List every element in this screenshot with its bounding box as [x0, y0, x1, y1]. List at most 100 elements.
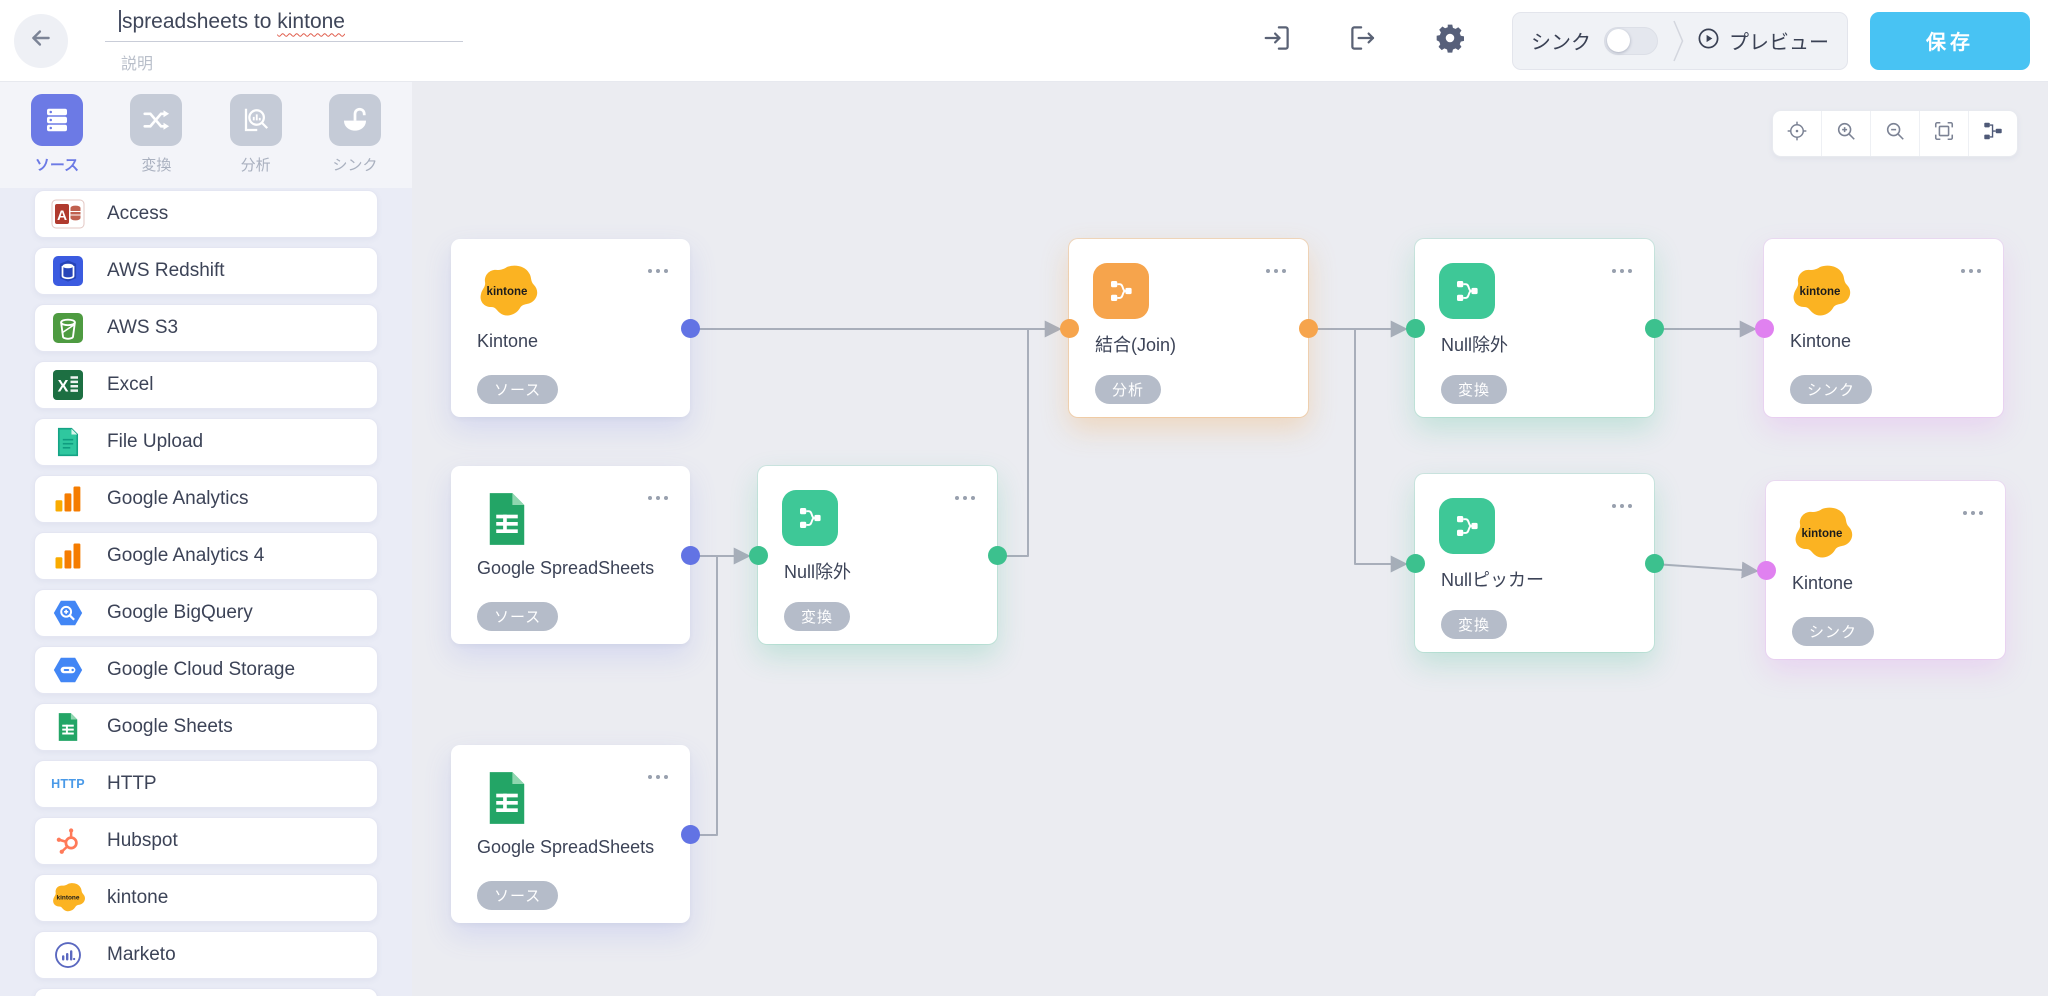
export-button[interactable] [1348, 23, 1378, 58]
input-port[interactable] [1754, 319, 1774, 338]
tab-sink[interactable]: シンク [322, 94, 388, 188]
settings-button[interactable] [1434, 22, 1466, 59]
connector-item-file-upload[interactable]: File Upload [34, 418, 378, 466]
output-port[interactable] [680, 825, 700, 844]
save-button[interactable]: 保存 [1870, 11, 2030, 70]
node-type-badge: シンク [1792, 617, 1875, 646]
connector-item-hubspot[interactable]: Hubspot [34, 817, 378, 865]
connector-item-google-analytics-4[interactable]: Google Analytics 4 [34, 532, 378, 580]
node-join[interactable]: 結合(Join)分析 [1059, 239, 1318, 417]
connector-name: Google BigQuery [107, 602, 253, 623]
connector-item-google-analytics[interactable]: Google Analytics [34, 475, 378, 523]
node-menu-button[interactable] [955, 496, 975, 500]
sheets-big-icon [475, 490, 539, 548]
node-null-filter-1[interactable]: Null除外変換 [748, 466, 1007, 644]
node-menu-button[interactable] [648, 775, 668, 779]
workflow-title-text: spreadsheets to [122, 9, 278, 33]
svg-text:A: A [57, 207, 67, 223]
node-null-picker[interactable]: Nullピッカー変換 [1405, 474, 1664, 652]
tab-analysis[interactable]: 分析 [223, 94, 289, 188]
output-port[interactable] [1644, 319, 1664, 338]
node-menu-button[interactable] [1961, 269, 1981, 273]
chevron-divider-icon [1672, 19, 1685, 63]
zoom-out-button[interactable] [1871, 111, 1920, 156]
svg-text:kintone: kintone [487, 286, 528, 298]
output-port[interactable] [987, 546, 1007, 565]
arrow-left-icon [28, 25, 54, 56]
connector-name: File Upload [107, 431, 204, 452]
node-title: Null除外 [1441, 335, 1509, 355]
sync-toggle[interactable] [1604, 26, 1658, 55]
preview-button[interactable]: プレビュー [1697, 26, 1829, 55]
merge-icon [782, 490, 838, 546]
node-title: Kintone [1790, 331, 1852, 351]
database-icon [31, 94, 83, 146]
tab-source[interactable]: ソース [24, 94, 90, 188]
node-type-badge: 変換 [1441, 610, 1508, 639]
input-port[interactable] [1405, 554, 1425, 573]
node-null-filter-2[interactable]: Null除外変換 [1405, 239, 1664, 417]
tab-transform[interactable]: 変換 [123, 94, 189, 188]
connector-item-google-bigquery[interactable]: Google BigQuery [34, 589, 378, 637]
output-port[interactable] [1298, 319, 1318, 338]
connector-item-aws-s3[interactable]: AWS S3 [34, 304, 378, 352]
input-port[interactable] [1405, 319, 1425, 338]
node-type-badge: ソース [477, 602, 559, 631]
connector-item-google-sheets[interactable]: Google Sheets [34, 703, 378, 751]
connector-item-aws-redshift[interactable]: AWS Redshift [34, 247, 378, 295]
description-input[interactable]: 説明 [121, 55, 154, 73]
output-port[interactable] [1644, 554, 1664, 573]
gcs-icon [49, 655, 87, 685]
output-port[interactable] [680, 546, 700, 565]
input-port[interactable] [1756, 561, 1776, 580]
svg-text:kintone: kintone [1802, 528, 1843, 540]
edge-join-to-null-picker [1354, 329, 1408, 573]
import-button[interactable] [1262, 23, 1292, 58]
input-port[interactable] [748, 546, 768, 565]
excel-icon: X [49, 370, 87, 400]
ga-icon [49, 542, 87, 570]
edge-gs-source-2-to-null-filter-1 [690, 557, 718, 836]
gear-icon [1434, 22, 1466, 59]
center-view-button[interactable] [1773, 111, 1822, 156]
workflow-title-input[interactable]: spreadsheets to kintone [105, 8, 463, 42]
output-port[interactable] [680, 319, 700, 338]
node-title: 結合(Join) [1095, 335, 1177, 355]
zoom-in-button[interactable] [1822, 111, 1871, 156]
fit-view-button[interactable] [1920, 111, 1969, 156]
node-menu-button[interactable] [1612, 269, 1632, 273]
back-button[interactable] [14, 13, 68, 68]
node-menu-button[interactable] [1963, 511, 1983, 515]
connector-name: AWS Redshift [107, 260, 225, 281]
connector-name: Hubspot [107, 830, 178, 851]
kintone-big-icon: kintone [1790, 505, 1854, 563]
zoom-out-icon [1884, 120, 1906, 147]
auto-layout-button[interactable] [1969, 111, 2017, 156]
input-port[interactable] [1059, 319, 1079, 338]
connector-item-partial[interactable] [34, 988, 378, 996]
node-menu-button[interactable] [1266, 269, 1286, 273]
node-title: Kintone [1792, 573, 1854, 593]
auto-layout-icon [1982, 120, 2004, 147]
target-icon [1786, 120, 1808, 147]
node-menu-button[interactable] [648, 269, 668, 273]
connector-item-marketo[interactable]: Marketo [34, 931, 378, 979]
hubspot-icon [49, 826, 87, 856]
connector-item-google-cloud-storage[interactable]: Google Cloud Storage [34, 646, 378, 694]
node-menu-button[interactable] [648, 496, 668, 500]
kintone-big-icon: kintone [1788, 263, 1852, 321]
svg-text:X: X [58, 377, 69, 395]
node-menu-button[interactable] [1612, 504, 1632, 508]
